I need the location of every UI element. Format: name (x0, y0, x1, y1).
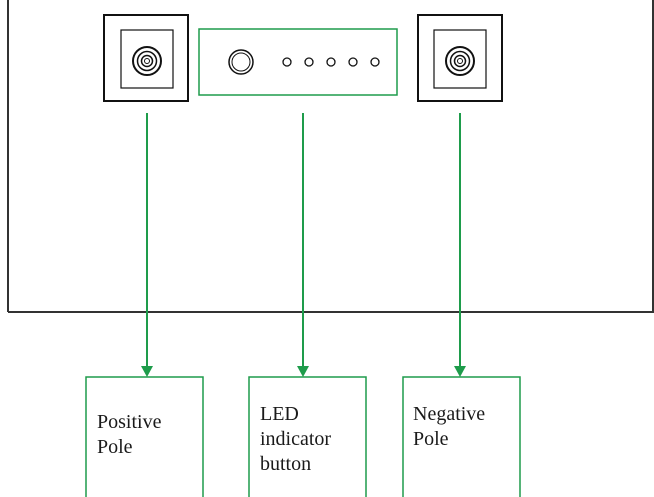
positive-label-line-1: Positive (97, 411, 162, 433)
led-label-box (248, 376, 367, 497)
led-arrowhead (297, 366, 309, 377)
led-5 (370, 57, 380, 67)
negative-terminal (417, 14, 503, 102)
led-2 (304, 57, 314, 67)
negative-label-box (402, 376, 521, 497)
connectors (141, 113, 466, 377)
led-label-line-3: button (260, 453, 311, 475)
led-label-line-2: indicator (260, 428, 331, 450)
led-row (282, 57, 380, 67)
terminal-post-icon (132, 46, 162, 76)
terminal-post-icon (445, 46, 475, 76)
negative-arrowhead (454, 366, 466, 377)
led-3 (326, 57, 336, 67)
positive-terminal (103, 14, 189, 102)
led-4 (348, 57, 358, 67)
positive-arrowhead (141, 366, 153, 377)
negative-label-line-2: Pole (413, 428, 449, 450)
label-boxes (85, 376, 521, 497)
led-1 (282, 57, 292, 67)
led-panel (198, 28, 398, 96)
negative-label-line-1: Negative (413, 403, 485, 425)
positive-label-box (85, 376, 204, 497)
round-button-icon (228, 49, 254, 75)
led-label-line-1: LED (260, 403, 299, 425)
positive-label-line-2: Pole (97, 436, 133, 458)
battery-housing (7, 0, 654, 313)
